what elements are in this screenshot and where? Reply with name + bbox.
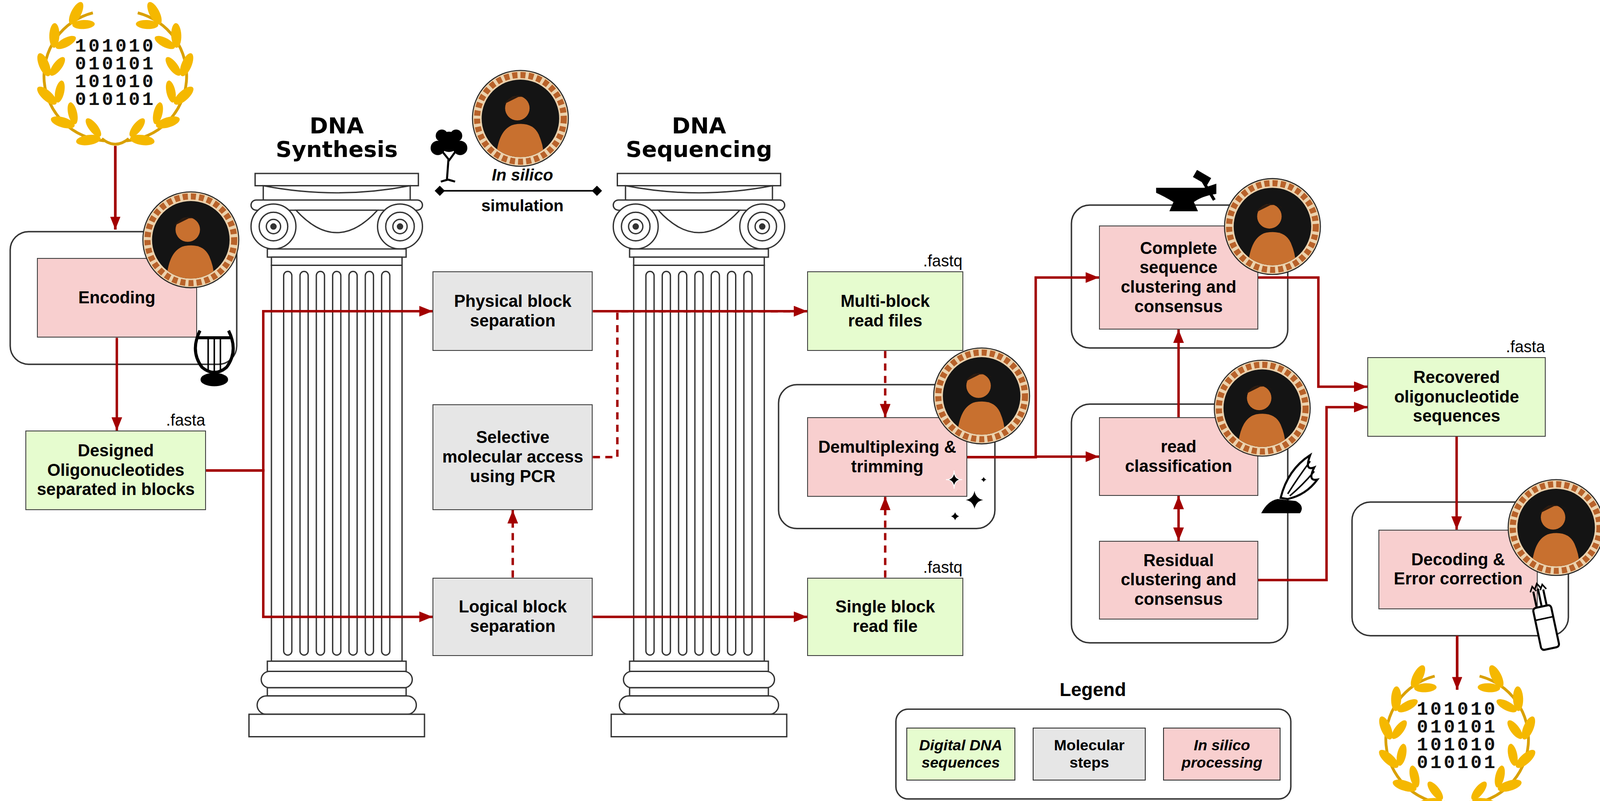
box-label: Decoding & Error correction [1392,550,1524,590]
legend-swatch: In silico processing [1163,727,1281,781]
portrait-medallion [1214,360,1311,457]
box-label: Physical block separation [439,291,586,331]
sparkle-icon [945,470,989,524]
portrait-medallion [472,70,569,167]
legend-swatch: Molecular steps [1032,727,1147,781]
read-file-box: Single block read file.fastq [807,577,964,657]
in-silico-link [434,185,603,197]
legend-label: Digital DNA sequences [910,736,1011,772]
binary-digits: 101010 010101 101010 010101 [70,37,160,110]
file-extension: .fastq [923,251,963,271]
column-heading: DNA Synthesis [252,114,422,162]
box-label: Demultiplexing & trimming [814,437,961,477]
tree-icon [430,129,468,182]
molecular-step-box: Selective molecular access using PCR [432,404,593,511]
box-label: Single block read file [823,597,948,637]
legend-label: In silico processing [1167,736,1277,772]
laurel-wreath [34,0,1538,801]
box-label: Complete sequence clustering and consens… [1105,238,1253,317]
line-end [591,185,603,197]
flow-arrow [115,337,119,431]
portrait-medallion [933,347,1030,445]
flow-arrow [884,496,887,578]
flow-arrow [967,456,1099,458]
annotation: simulation [455,197,590,216]
column-heading: DNA Sequencing [614,114,784,162]
flow-arrow [115,145,1458,691]
portrait-medallion [142,191,239,288]
flow-arrow [884,351,887,418]
flow-arrow [206,470,433,618]
file-extension: .fasta [1505,337,1545,357]
file-extension: .fasta [165,411,206,430]
group-container [1071,205,1288,348]
flow-arrow [511,510,515,578]
portrait-medallion [1224,178,1321,275]
process-box: Complete sequence clustering and consens… [1098,225,1259,330]
anvil-icon [1155,169,1217,212]
legend-title: Legend [1026,679,1160,701]
flow-arrow [1455,436,1459,530]
box-label: Selective molecular access using PCR [439,428,586,487]
box-label: Recovered oligonucleotide sequences [1373,367,1540,427]
flow-arrow [1455,635,1459,691]
column-illustration [249,173,788,737]
flow-arrow [967,277,1099,458]
process-box: Decoding & Error correction [1378,529,1538,610]
flow-arrow [1177,496,1180,542]
flow-arrow [1258,407,1368,581]
box-label: Encoding [44,288,190,308]
simulation-line [440,189,597,192]
flow-arrow [592,615,808,619]
winged-sandal-icon [1261,455,1318,514]
flow-arrow [1177,329,1180,418]
laurel-wreath [34,0,197,147]
flow-arrow [592,311,808,458]
group-container [1071,404,1288,644]
box-label: read classification [1105,437,1253,477]
read-file-box: Multi-block read files.fastq [807,271,964,352]
flow-arrow [1258,277,1368,387]
flow-arrow [206,311,433,471]
group-container [1352,502,1569,637]
quiver-icon [1527,581,1560,651]
flow-arrow [113,145,117,230]
ionic-column [611,173,787,737]
box-label: Logical block separation [439,597,586,637]
process-box: read classification [1098,417,1259,497]
box-label: Designed Oligonucleotides separated in b… [31,441,200,500]
process-box: Residual clustering and consensus [1098,541,1259,620]
sequence-file-box: Recovered oligonucleotide sequences.fast… [1367,357,1546,437]
annotation: In silico [455,166,590,185]
legend-frame [896,709,1292,800]
portrait-medallion [1508,479,1600,576]
box-label: Multi-block read files [823,291,948,331]
legend-swatch: Digital DNA sequences [906,727,1016,781]
lyre-icon [195,330,234,385]
ionic-column [249,173,425,737]
binary-digits: 101010 010101 101010 010101 [1412,701,1502,773]
process-box: Demultiplexing & trimming [807,417,968,497]
molecular-step-box: Logical block separation [432,577,593,657]
legend-label: Molecular steps [1037,736,1142,772]
box-label: Residual clustering and consensus [1105,551,1253,610]
group-container [10,231,237,365]
sequence-file-box: Designed Oligonucleotides separated in b… [25,430,207,511]
line-end [434,185,445,197]
portrait-medallion [142,70,1600,576]
group-container [10,205,1569,800]
process-box: Encoding [36,258,198,338]
molecular-step-box: Physical block separation [432,271,593,352]
file-extension: .fastq [923,558,963,578]
group-container [778,384,995,529]
